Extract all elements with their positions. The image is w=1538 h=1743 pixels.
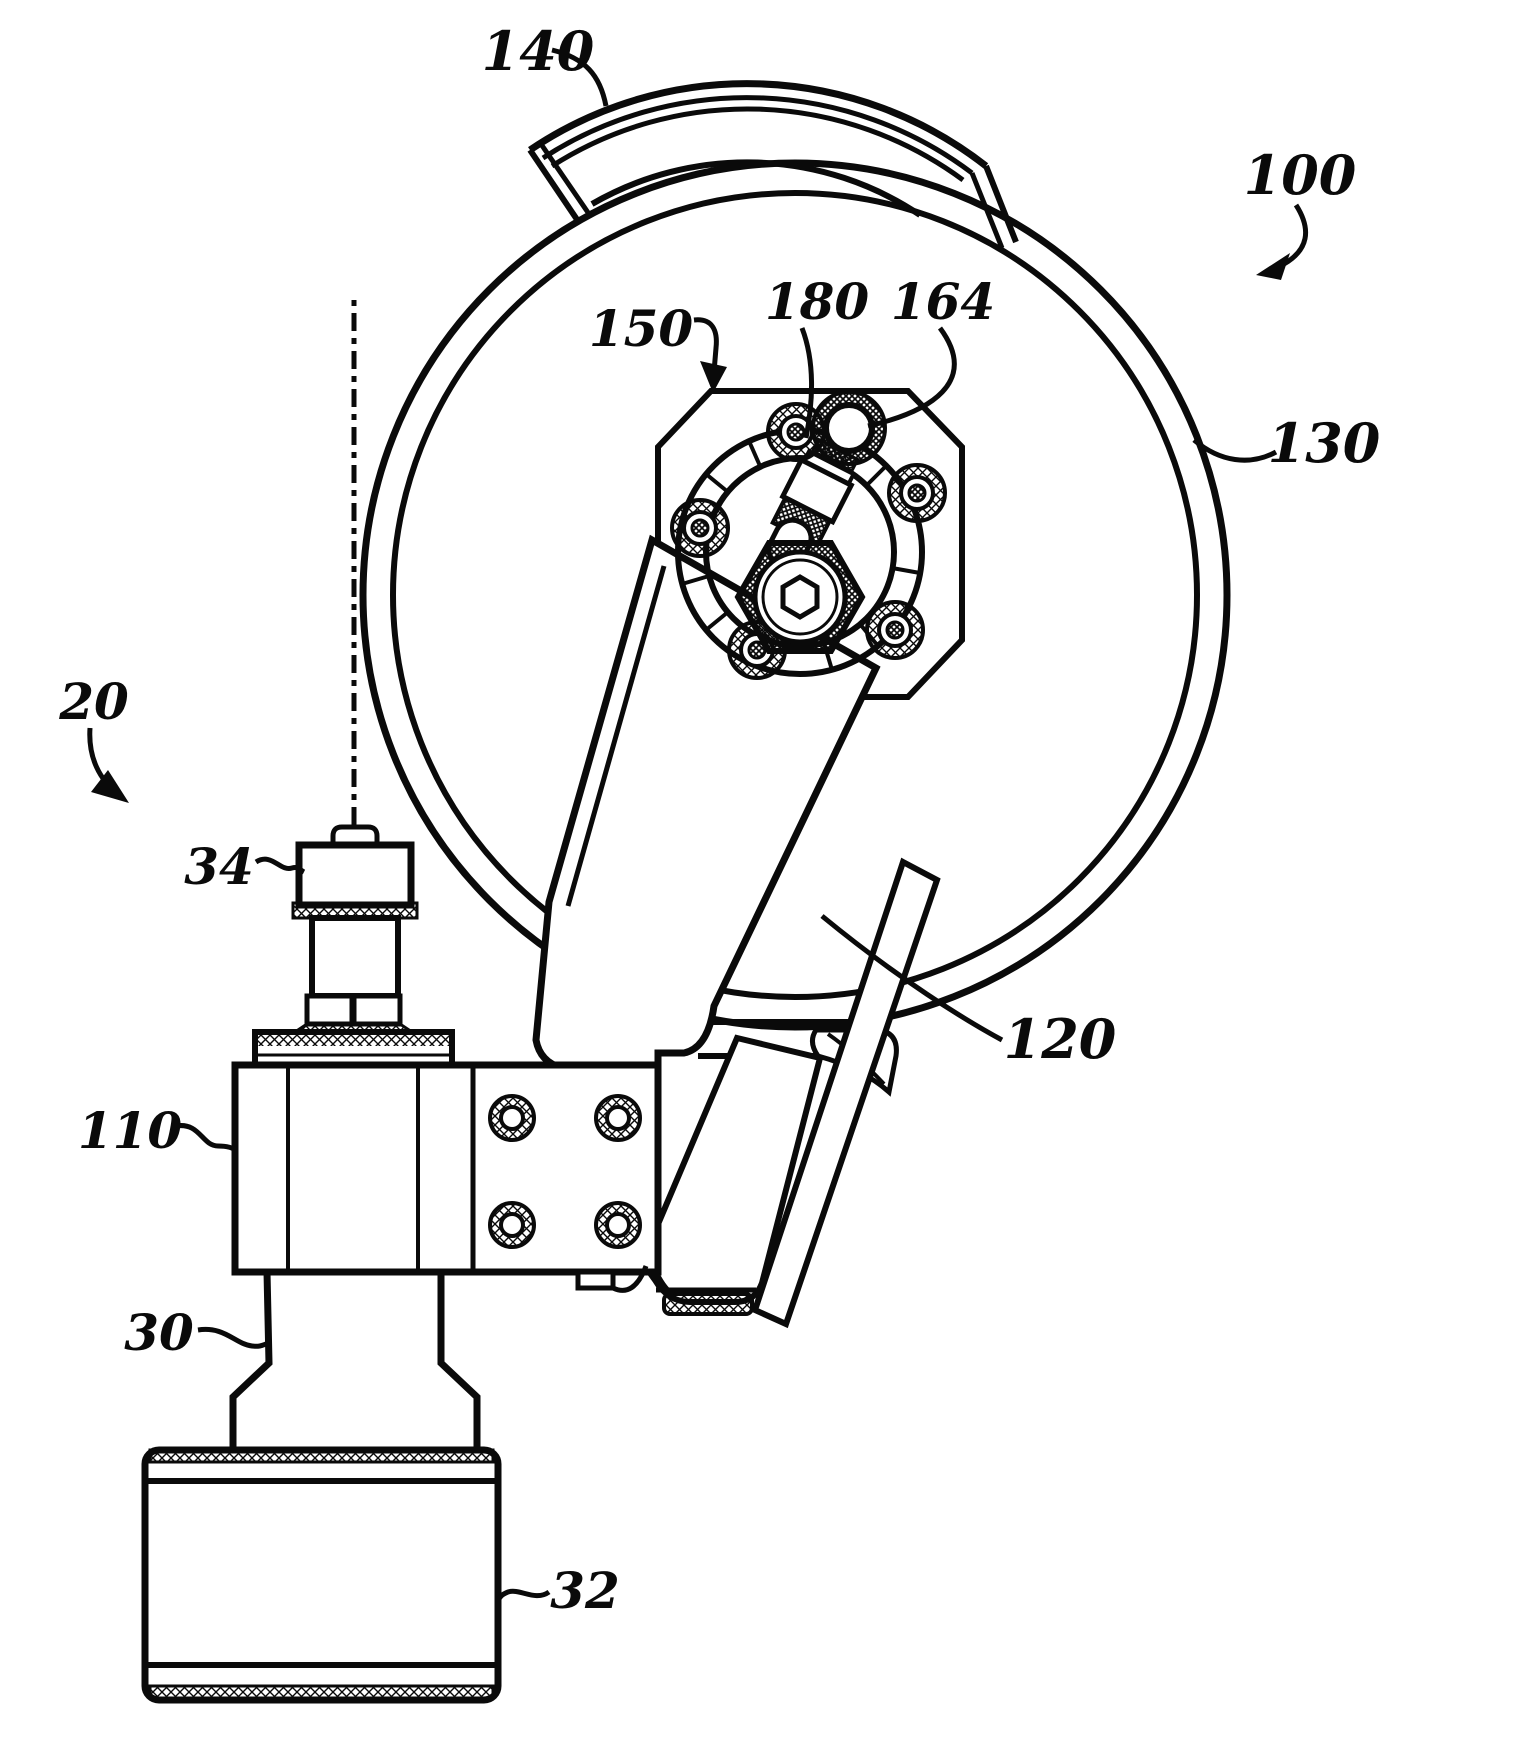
fender-outer-inner-line [541,95,974,175]
fender-wall-line [550,106,965,183]
leader-180 [799,327,815,439]
stem-column [309,915,401,999]
leader-lines [87,47,1308,1603]
leader-120 [820,914,1004,1043]
leader-32 [495,1588,551,1603]
hub-bolt [887,463,947,523]
ref-label-100: 100 [1244,143,1357,207]
ref-label-164: 164 [891,272,995,331]
bracket-bolt-holes [488,1094,642,1249]
collar-cell-left [304,993,355,1027]
leader-30 [197,1326,267,1349]
ref-label-34: 34 [184,837,254,896]
leader-100 [1282,203,1308,267]
cylinder-top-band [148,1448,495,1464]
hub-bolt [766,402,826,462]
reference-numerals: 140 100 130 150 180 164 120 20 34 110 30… [58,19,1380,1620]
fender-left-cap [527,148,581,223]
leader-34 [254,856,306,875]
wheel-inner-rim [390,190,1200,1000]
base-cylinder-32 [141,1446,502,1704]
ref-label-120: 120 [1004,1007,1117,1071]
mount-bracket [231,1050,684,1299]
neck-adapter-30 [229,1268,481,1456]
swivel-flange-band [258,1034,449,1046]
leader-130 [1192,438,1278,463]
rear-fork-structure [638,857,941,1329]
arrowhead-150 [700,361,727,393]
bracket-bolt-hole [488,1201,536,1249]
fender-outer-edge [528,80,989,169]
bracket-body [231,1061,662,1276]
fender [527,80,1019,249]
ref-label-140: 140 [482,19,595,83]
arrowhead-100 [1256,253,1290,280]
ref-label-130: 130 [1268,411,1381,475]
bracket-bolt-hole [594,1201,642,1249]
swivel-stem-stack [252,824,455,1068]
bracket-bolt-hole [488,1094,536,1142]
ref-label-180: 180 [765,272,870,331]
leader-140 [551,47,609,107]
hub-bolt [865,600,925,660]
bracket-top-step [655,1050,684,1065]
leader-arrowheads [91,253,1290,803]
ref-label-20: 20 [58,672,129,731]
ref-label-150: 150 [589,299,694,358]
cylinder-bottom-band [148,1684,495,1700]
bracket-foot-fillet-2 [653,1270,678,1299]
leader-164 [867,326,957,429]
ref-label-110: 110 [78,1101,183,1160]
ref-label-30: 30 [124,1303,194,1362]
axle-hex-nut [734,540,866,654]
valve-port-hole [823,402,875,454]
bearing-ring-spokes [681,440,921,671]
axle-nut-socket [780,574,820,620]
stem-top-cap [330,824,380,845]
fender-right-cap [983,164,1019,244]
bracket-foot-fillet-1 [611,1265,649,1293]
hub-bolt [670,498,730,558]
arrowhead-20 [91,770,129,803]
leader-110 [175,1123,238,1153]
axle-foot-band [662,1292,754,1316]
hub-bearing-assembly [670,390,947,680]
leader-150 [693,317,719,373]
bracket-bottom-notch [575,1269,616,1291]
ref-label-32: 32 [550,1561,620,1620]
rear-fork-leg [751,857,941,1329]
fender-left-cap-line [538,142,592,216]
fork-arm-inner-line [565,565,667,907]
fender-inner-edge [590,159,922,218]
sensor-box-34 [295,841,415,909]
fender-right-cap-line [969,172,1005,249]
bracket-bolt-hole [594,1094,642,1142]
collar-cell-right [351,993,403,1027]
